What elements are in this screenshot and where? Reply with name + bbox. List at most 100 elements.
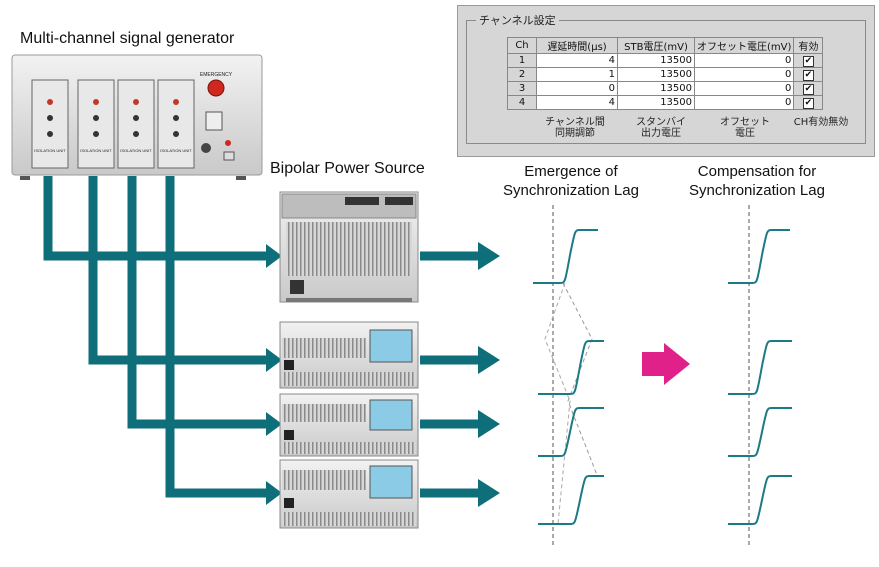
step-curve bbox=[728, 340, 792, 395]
output-arrow-head-2 bbox=[478, 346, 500, 374]
footer-offset-line-2: 電圧 bbox=[735, 128, 755, 139]
arrow-head-4 bbox=[266, 481, 282, 505]
offset-voltage-field[interactable]: 0 bbox=[693, 67, 795, 82]
stb-voltage-field[interactable]: 13500 bbox=[617, 81, 695, 96]
footer-standby-line-1: スタンバイ bbox=[636, 117, 686, 128]
stb-voltage-field[interactable]: 13500 bbox=[617, 95, 695, 110]
channel-settings-table: Ch 遅延時間(μs) STB電圧(mV) オフセット電圧(mV) 有効 1 4… bbox=[507, 37, 824, 110]
table-header-row: Ch 遅延時間(μs) STB電圧(mV) オフセット電圧(mV) 有効 bbox=[507, 37, 824, 54]
channel-number: 4 bbox=[507, 95, 537, 110]
module-label: ISOLATION UNIT bbox=[160, 148, 192, 153]
lag-guide-dashed bbox=[544, 282, 571, 525]
delay-field[interactable]: 1 bbox=[536, 67, 618, 82]
enable-checkbox[interactable]: ✔ bbox=[802, 97, 814, 109]
footer-enable-label: CH有効無効 bbox=[776, 117, 866, 128]
offset-voltage-field[interactable]: 0 bbox=[693, 95, 795, 110]
channel-settings-group bbox=[466, 20, 866, 144]
offset-voltage-field[interactable]: 0 bbox=[693, 81, 795, 96]
power-source-unit-1 bbox=[279, 191, 419, 303]
power-button bbox=[223, 151, 235, 161]
column-header-enabled: 有効 bbox=[793, 37, 824, 54]
step-curve bbox=[728, 229, 790, 284]
footer-standby-line-2: 出力電圧 bbox=[641, 128, 681, 139]
isolation-module bbox=[77, 79, 115, 169]
compensation-label-line-2: Synchronization Lag bbox=[689, 182, 825, 199]
compensation-label-line-1: Compensation for bbox=[697, 163, 817, 180]
emergency-stop-button bbox=[207, 79, 225, 97]
arrow-head-1 bbox=[266, 244, 282, 268]
delay-field[interactable]: 0 bbox=[536, 81, 618, 96]
emergency-label: EMERGENCY bbox=[200, 72, 233, 78]
signal-generator-device: ISOLATION UNIT ISOLATION UNIT ISOLATION … bbox=[11, 54, 263, 180]
lag-guide-dashed bbox=[562, 282, 598, 476]
step-curve bbox=[538, 407, 604, 457]
step-curve bbox=[538, 475, 604, 525]
isolation-module bbox=[117, 79, 155, 169]
enable-checkbox-cell[interactable]: ✔ bbox=[793, 81, 824, 96]
step-curve bbox=[538, 340, 604, 395]
arrow-heads bbox=[266, 242, 500, 507]
footer-standby-label: スタンバイ 出力電圧 bbox=[616, 117, 706, 139]
enable-checkbox[interactable]: ✔ bbox=[802, 83, 814, 95]
stb-voltage-field[interactable]: 13500 bbox=[617, 53, 695, 68]
column-header-offset: オフセット電圧(mV) bbox=[693, 37, 795, 54]
delay-field[interactable]: 4 bbox=[536, 53, 618, 68]
module-label: ISOLATION UNIT bbox=[80, 148, 112, 153]
enable-checkbox[interactable]: ✔ bbox=[802, 55, 814, 67]
knob-icon bbox=[201, 143, 211, 153]
stb-voltage-field[interactable]: 13500 bbox=[617, 67, 695, 82]
power-switch bbox=[205, 111, 223, 131]
table-row: 2 1 13500 0 ✔ bbox=[507, 67, 824, 82]
emergence-label-line-1: Emergence of bbox=[524, 163, 618, 180]
emergence-label: Emergence of Synchronization Lag bbox=[478, 162, 664, 200]
power-led bbox=[225, 140, 231, 146]
power-source-unit-3 bbox=[279, 393, 419, 457]
enable-checkbox-cell[interactable]: ✔ bbox=[793, 53, 824, 68]
table-row: 4 4 13500 0 ✔ bbox=[507, 95, 824, 110]
footer-sync-label: チャンネル間 同期調節 bbox=[525, 117, 625, 139]
arrow-head-2 bbox=[266, 348, 282, 372]
compensation-arrow-icon bbox=[642, 343, 690, 385]
isolation-module bbox=[31, 79, 69, 169]
arrow-head-3 bbox=[266, 412, 282, 436]
module-label: ISOLATION UNIT bbox=[120, 148, 152, 153]
module-label: ISOLATION UNIT bbox=[34, 148, 66, 153]
lag-emergence-group bbox=[533, 205, 604, 545]
enable-checkbox-cell[interactable]: ✔ bbox=[793, 67, 824, 82]
power-source-unit-4 bbox=[279, 459, 419, 529]
channel-number: 1 bbox=[507, 53, 537, 68]
channel-number: 3 bbox=[507, 81, 537, 96]
signal-line-2 bbox=[88, 176, 268, 365]
panel-title: チャンネル設定 bbox=[476, 12, 559, 28]
step-curve bbox=[728, 475, 792, 525]
channel-number: 2 bbox=[507, 67, 537, 82]
column-header-stb: STB電圧(mV) bbox=[617, 37, 695, 54]
signal-line-1 bbox=[43, 176, 268, 261]
step-curve bbox=[533, 229, 598, 284]
table-row: 3 0 13500 0 ✔ bbox=[507, 81, 824, 96]
footer-sync-line-1: チャンネル間 bbox=[545, 117, 605, 128]
signal-line-3 bbox=[127, 176, 268, 429]
step-curve bbox=[728, 407, 792, 457]
footer-offset-line-1: オフセット bbox=[720, 117, 770, 128]
output-arrow-head-4 bbox=[478, 479, 500, 507]
footer-offset-label: オフセット 電圧 bbox=[700, 117, 790, 139]
power-source-unit-2 bbox=[279, 321, 419, 389]
column-header-delay: 遅延時間(μs) bbox=[536, 37, 618, 54]
offset-voltage-field[interactable]: 0 bbox=[693, 53, 795, 68]
emergence-label-line-2: Synchronization Lag bbox=[503, 182, 639, 199]
column-header-ch: Ch bbox=[507, 37, 537, 54]
footer-sync-line-2: 同期調節 bbox=[555, 128, 595, 139]
isolation-module bbox=[157, 79, 195, 169]
signal-lines bbox=[43, 176, 480, 498]
generator-label: Multi-channel signal generator bbox=[20, 30, 235, 47]
output-arrow-head-1 bbox=[478, 242, 500, 270]
enable-checkbox[interactable]: ✔ bbox=[802, 69, 814, 81]
power-source-label: Bipolar Power Source bbox=[270, 160, 425, 177]
enable-checkbox-cell[interactable]: ✔ bbox=[793, 95, 824, 110]
table-row: 1 4 13500 0 ✔ bbox=[507, 53, 824, 68]
footer-enable-line-1: CH有効無効 bbox=[793, 117, 849, 128]
delay-field[interactable]: 4 bbox=[536, 95, 618, 110]
output-arrow-head-3 bbox=[478, 410, 500, 438]
